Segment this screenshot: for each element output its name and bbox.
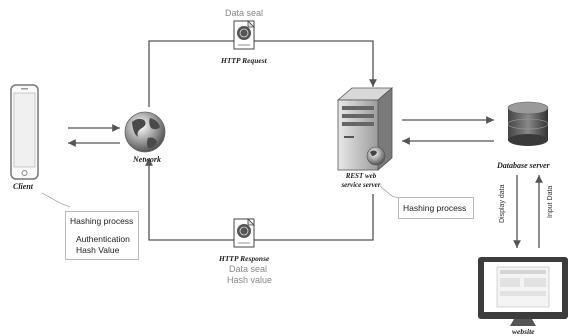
hash-value-label: Hash value <box>227 275 273 285</box>
client-hashing-box: Hashing process Authentication Hash Valu… <box>65 211 139 260</box>
database-server-label: Database server <box>497 161 550 170</box>
http-response-route <box>145 158 374 241</box>
phone-icon <box>10 84 39 180</box>
monitor-icon <box>478 257 568 326</box>
server-icon <box>336 87 394 171</box>
rest-hashing-process: Hashing process <box>403 203 467 213</box>
database-icon <box>507 101 549 146</box>
input-data-label: Input Data <box>547 185 554 218</box>
client-hashing-process: Hashing process <box>70 216 134 226</box>
client-label: Client <box>13 182 34 191</box>
rest-callout-connector <box>379 185 399 199</box>
client-hash-value: Hash Value <box>76 245 120 255</box>
client-callout-connector <box>41 192 71 208</box>
client-authentication: Authentication <box>76 234 130 244</box>
seal-document-icon-response <box>233 218 255 248</box>
http-request-route <box>148 40 377 107</box>
rest-server-label: REST web service server <box>341 172 381 189</box>
http-request-label: HTTP Request <box>221 56 267 65</box>
globe-icon <box>124 111 166 153</box>
display-data-label: Display data <box>499 184 506 223</box>
website-label: website <box>512 327 535 336</box>
seal-document-icon-request <box>233 20 255 50</box>
request-seal-label: Data seal <box>225 8 264 18</box>
http-response-label: HTTP Response <box>219 254 270 263</box>
rest-hashing-box: Hashing process <box>398 197 474 219</box>
response-seal-label: Data seal <box>229 264 268 274</box>
network-label: Network <box>133 155 161 164</box>
